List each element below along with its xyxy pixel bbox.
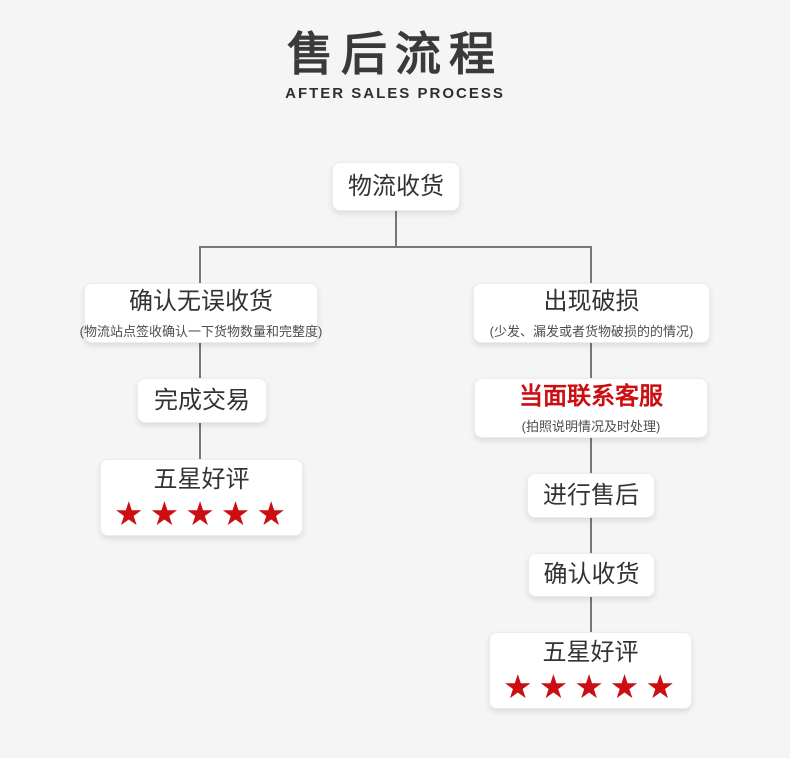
flow-node-confirm-receipt: 确认收货 [528, 553, 655, 597]
page-title: 售后流程 [287, 29, 503, 80]
connector-left-drop [199, 246, 201, 283]
five-star-rating-icon: ★★★★★ [114, 495, 292, 532]
connector-right-3 [590, 518, 592, 553]
flow-node-damage-found: 出现破损 (少发、漏发或者货物破损的的情况) [473, 283, 710, 343]
connector-right-drop [590, 246, 592, 283]
page-subtitle: AFTER SALES PROCESS [285, 84, 505, 102]
node-title-highlight: 当面联系客服 [519, 382, 663, 410]
five-star-rating-icon: ★★★★★ [503, 668, 681, 705]
node-note: (少发、漏发或者货物破损的的情况) [489, 323, 694, 339]
node-title: 物流收货 [348, 172, 444, 200]
flow-node-five-star-review-right: 五星好评 ★★★★★ [489, 632, 692, 709]
connector-right-1 [590, 343, 592, 378]
connector-left-1 [199, 343, 201, 378]
connector-right-2 [590, 438, 592, 473]
flow-node-start-after-sales: 进行售后 [527, 473, 655, 518]
node-note: (物流站点签收确认一下货物数量和完整度) [79, 323, 323, 339]
flow-node-complete-transaction: 完成交易 [137, 378, 267, 423]
connector-root-drop [395, 211, 397, 247]
node-title: 进行售后 [543, 481, 639, 509]
header: 售后流程 AFTER SALES PROCESS [0, 29, 790, 102]
connector-left-2 [199, 423, 201, 459]
flow-node-contact-customer-service: 当面联系客服 (拍照说明情况及时处理) [474, 378, 708, 438]
node-title: 完成交易 [154, 386, 250, 414]
node-note: (拍照说明情况及时处理) [521, 418, 661, 434]
flow-node-five-star-review-left: 五星好评 ★★★★★ [100, 459, 303, 536]
node-title: 出现破损 [543, 287, 640, 315]
connector-branch-bar [199, 246, 592, 248]
flow-node-confirm-correct-receipt: 确认无误收货 (物流站点签收确认一下货物数量和完整度) [80, 283, 322, 343]
node-title: 确认收货 [543, 561, 640, 588]
connector-right-4 [590, 597, 592, 632]
flow-node-logistics-receiving: 物流收货 [332, 162, 460, 211]
node-title: 五星好评 [542, 639, 639, 666]
node-title: 确认无误收货 [129, 287, 273, 315]
node-title: 五星好评 [153, 466, 250, 493]
